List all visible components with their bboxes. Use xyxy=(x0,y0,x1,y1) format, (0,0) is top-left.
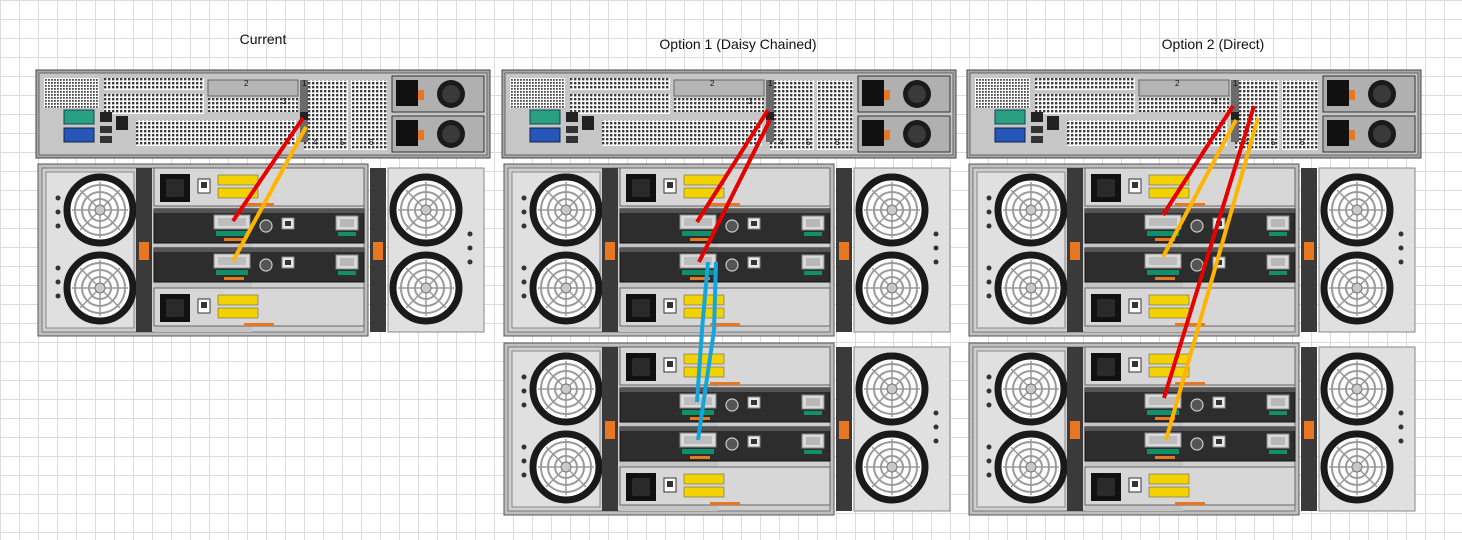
server-rear-view xyxy=(501,69,957,159)
storage-enclosure xyxy=(38,164,368,336)
enclosure-fan-bay-right xyxy=(370,168,484,332)
riser-number: 6 xyxy=(369,138,374,147)
riser-number: 2 xyxy=(710,79,715,88)
sas-cable-red-2 xyxy=(697,119,772,263)
riser-number: 3 xyxy=(748,97,753,106)
riser-number: 1 xyxy=(302,79,307,88)
riser-number: 5 xyxy=(340,138,345,147)
enclosure-1-fan-bay-right xyxy=(836,168,950,332)
current-title: Current xyxy=(239,31,287,47)
riser-number: 4 xyxy=(313,138,318,147)
enclosure-2-fan-bay-right xyxy=(836,347,950,511)
sas-cable-yellow xyxy=(231,126,308,262)
riser-number: 1 xyxy=(1233,79,1238,88)
riser-number: 3 xyxy=(1213,97,1218,106)
storage-enclosure-1 xyxy=(504,164,834,336)
sas-cable-red xyxy=(231,116,305,223)
option1-panel xyxy=(501,69,957,515)
riser-number: 6 xyxy=(835,138,840,147)
sas-cable-red-1 xyxy=(695,108,770,224)
current-panel xyxy=(35,69,491,336)
riser-number: 4 xyxy=(1244,138,1249,147)
riser-number: 3 xyxy=(282,97,287,106)
enclosure-2-fan-bay-right xyxy=(1301,347,1415,511)
riser-number: 2 xyxy=(244,79,249,88)
storage-enclosure-2 xyxy=(969,343,1299,515)
riser-number: 4 xyxy=(779,138,784,147)
sas-cable-yellow-1 xyxy=(1161,119,1238,258)
storage-enclosure-2 xyxy=(504,343,834,515)
option1-title: Option 1 (Daisy Chained) xyxy=(659,36,817,52)
server-rear-view xyxy=(966,69,1422,159)
sas-cable-blue-2 xyxy=(696,261,718,441)
riser-number: 6 xyxy=(1300,138,1305,147)
sas-cable-blue-1 xyxy=(695,261,710,403)
sas-cable-yellow-2 xyxy=(1164,117,1260,441)
sas-cable-red-1 xyxy=(1161,104,1235,217)
option2-panel xyxy=(966,69,1422,515)
option2-title: Option 2 (Direct) xyxy=(1161,36,1265,52)
enclosure-1-fan-bay-right xyxy=(1301,168,1415,332)
riser-number: 5 xyxy=(1271,138,1276,147)
riser-number: 2 xyxy=(1175,79,1180,88)
sas-cable-red-2 xyxy=(1162,105,1256,399)
riser-number: 1 xyxy=(768,79,773,88)
server-rear-view xyxy=(35,69,491,159)
riser-number: 5 xyxy=(806,138,811,147)
storage-enclosure-1 xyxy=(969,164,1299,336)
